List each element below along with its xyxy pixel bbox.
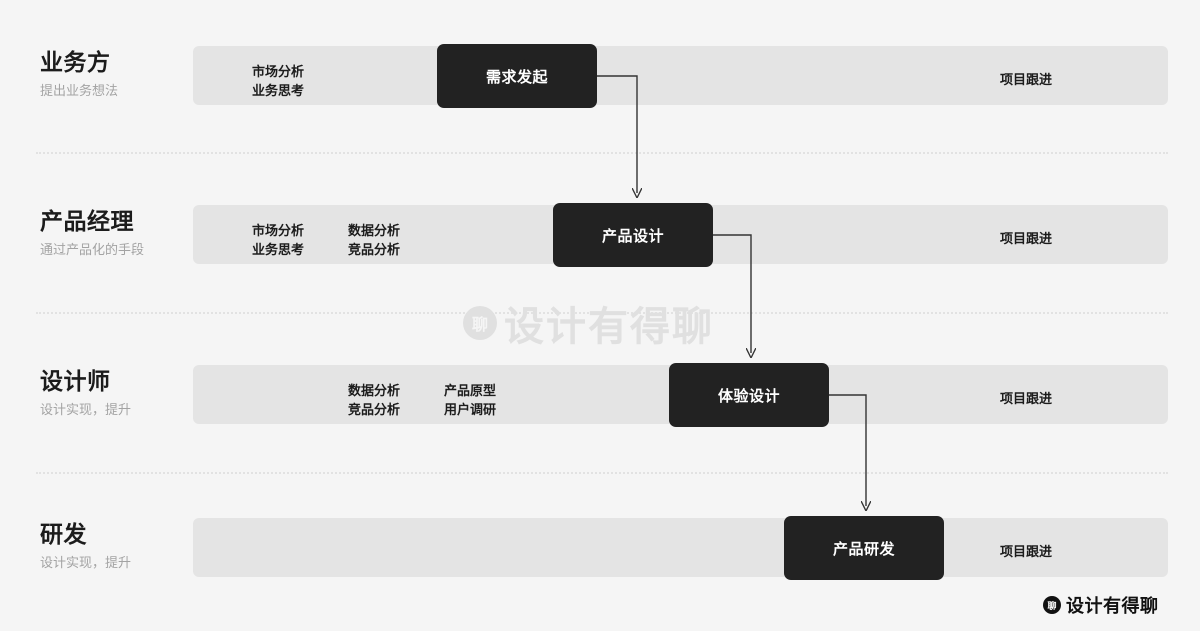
role-subtitle: 设计实现，提升 [40, 555, 132, 571]
logo-badge-icon: 聊 [1043, 596, 1061, 614]
brand-logo: 聊 设计有得聊 [1043, 592, 1159, 618]
tag-line: 市场分析 [252, 64, 305, 79]
track-bar-engineering [193, 518, 1168, 577]
tag-group-designer-1: 数据分析 竞品分析 [348, 382, 400, 420]
tag-line: 业务思考 [252, 82, 305, 98]
follow-up-label-product-manager: 项目跟进 [1000, 231, 1053, 246]
tag-line: 市场分析 [252, 223, 305, 238]
node-label: 需求发起 [485, 68, 548, 86]
role-label-engineering: 研发 设计实现，提升 [40, 521, 132, 571]
tag-line: 竞品分析 [348, 401, 401, 417]
node-label: 体验设计 [717, 387, 780, 405]
follow-up-label-designer: 项目跟进 [1000, 391, 1053, 406]
tag-group-pm-2: 数据分析 竞品分析 [348, 222, 400, 260]
watermark-text: 设计有得聊 [504, 305, 714, 349]
tag-line: 产品原型 [444, 383, 497, 398]
logo-text: 设计有得聊 [1066, 596, 1159, 616]
track-bar-business [193, 46, 1168, 105]
watermark-badge-icon: 聊 [463, 306, 497, 340]
role-title: 产品经理 [40, 208, 134, 234]
node-experience-design[interactable]: 体验设计 [669, 363, 829, 427]
tag-group-designer-2: 产品原型 用户调研 [444, 382, 496, 420]
tag-line: 数据分析 [348, 383, 401, 398]
tag-group-pm-1: 市场分析 业务思考 [252, 222, 304, 260]
role-label-business: 业务方 提出业务想法 [40, 49, 119, 99]
tag-line: 用户调研 [444, 401, 497, 417]
row-divider-1 [36, 152, 1168, 154]
row-divider-2 [36, 312, 1168, 314]
row-divider-3 [36, 472, 1168, 474]
node-label: 产品设计 [601, 227, 664, 245]
role-title: 业务方 [40, 49, 111, 75]
node-product-design[interactable]: 产品设计 [553, 203, 713, 267]
center-watermark: 聊 设计有得聊 [463, 294, 714, 352]
role-subtitle: 设计实现，提升 [40, 402, 132, 418]
role-label-product-manager: 产品经理 通过产品化的手段 [40, 208, 145, 258]
follow-up-label-business: 项目跟进 [1000, 72, 1053, 87]
node-requirement-initiation[interactable]: 需求发起 [437, 44, 597, 108]
follow-up-label-engineering: 项目跟进 [1000, 544, 1053, 559]
role-subtitle: 通过产品化的手段 [40, 242, 145, 258]
tag-line: 竞品分析 [348, 241, 401, 257]
node-label: 产品研发 [832, 540, 895, 558]
role-title: 研发 [40, 521, 87, 547]
role-subtitle: 提出业务想法 [40, 83, 119, 99]
tag-group-business-1: 市场分析 业务思考 [252, 63, 304, 101]
tag-line: 数据分析 [348, 223, 401, 238]
tag-line: 业务思考 [252, 241, 305, 257]
node-product-development[interactable]: 产品研发 [784, 516, 944, 580]
role-label-designer: 设计师 设计实现，提升 [40, 368, 132, 418]
role-title: 设计师 [40, 368, 111, 394]
